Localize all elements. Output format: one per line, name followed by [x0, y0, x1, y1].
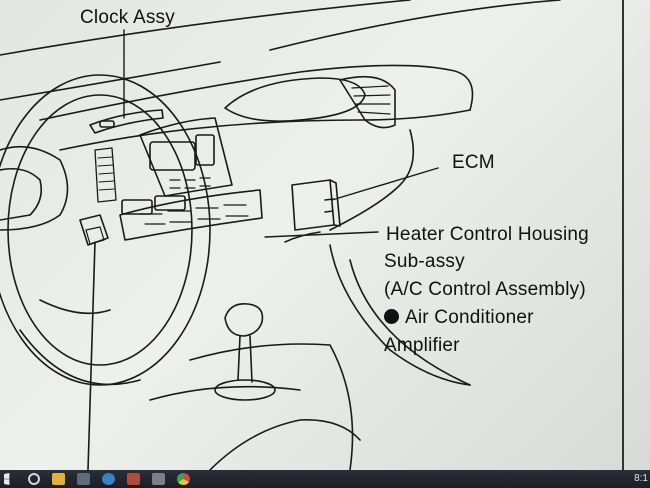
ecm-leader: [331, 167, 439, 201]
instrument-cluster: [0, 145, 69, 231]
page-border-line: [622, 0, 624, 470]
heater-leader: [264, 231, 379, 238]
dash-top: [39, 64, 474, 121]
browser-icon[interactable]: [102, 473, 115, 485]
windows-start-icon[interactable]: [4, 473, 10, 485]
steering-wheel-inner: [7, 94, 193, 366]
bullet-dot-icon: [384, 309, 399, 324]
app-icon[interactable]: [152, 473, 165, 485]
amplifier-label-line1: Air Conditioner: [384, 308, 534, 327]
steering-hub: [19, 329, 141, 386]
windshield-line-2: [269, 0, 561, 51]
clock-assy-label: Clock Assy: [80, 7, 175, 28]
center-stack: [139, 117, 233, 197]
shift-knob: [224, 302, 264, 337]
amplifier-label-line2: Amplifier: [384, 335, 460, 356]
dashboard-diagram: [0, 0, 561, 470]
ac-control-unit: [119, 189, 263, 241]
stack-display: [149, 141, 196, 171]
dash-front-edge: [59, 109, 471, 151]
ecm-label: ECM: [452, 152, 495, 173]
heater-control-label-line2: Sub-assy: [384, 251, 465, 272]
amplifier-callout: [87, 241, 96, 470]
ecm-bracket: [284, 231, 321, 243]
media-icon[interactable]: [127, 473, 140, 485]
amplifier-unit: [79, 214, 109, 246]
right-vent: [339, 75, 396, 129]
steering-wheel: [0, 74, 211, 386]
clock-slot: [89, 109, 164, 134]
search-icon[interactable]: [28, 473, 40, 485]
glovebox-cover: [224, 77, 366, 122]
folder-icon[interactable]: [52, 473, 65, 485]
chrome-icon[interactable]: [177, 473, 190, 485]
taskbar-clock[interactable]: 8:1: [634, 473, 648, 484]
shift-lever: [237, 335, 253, 383]
door-trim: [349, 259, 471, 386]
windshield-line-3: [0, 61, 221, 101]
store-icon[interactable]: [77, 473, 90, 485]
amplifier-label-text: Air Conditioner: [405, 307, 534, 328]
heater-control-label-line3: (A/C Control Assembly): [384, 279, 586, 300]
lower-right-dash: [329, 129, 415, 231]
diagram-screen: Clock Assy ECM Heater Control Housing Su…: [0, 0, 650, 470]
taskbar: 8:1: [0, 470, 650, 488]
center-console: [189, 343, 354, 470]
heater-control-label-line1: Heater Control Housing: [386, 224, 589, 245]
ecm-box: [291, 179, 335, 231]
windshield-line: [0, 0, 411, 56]
